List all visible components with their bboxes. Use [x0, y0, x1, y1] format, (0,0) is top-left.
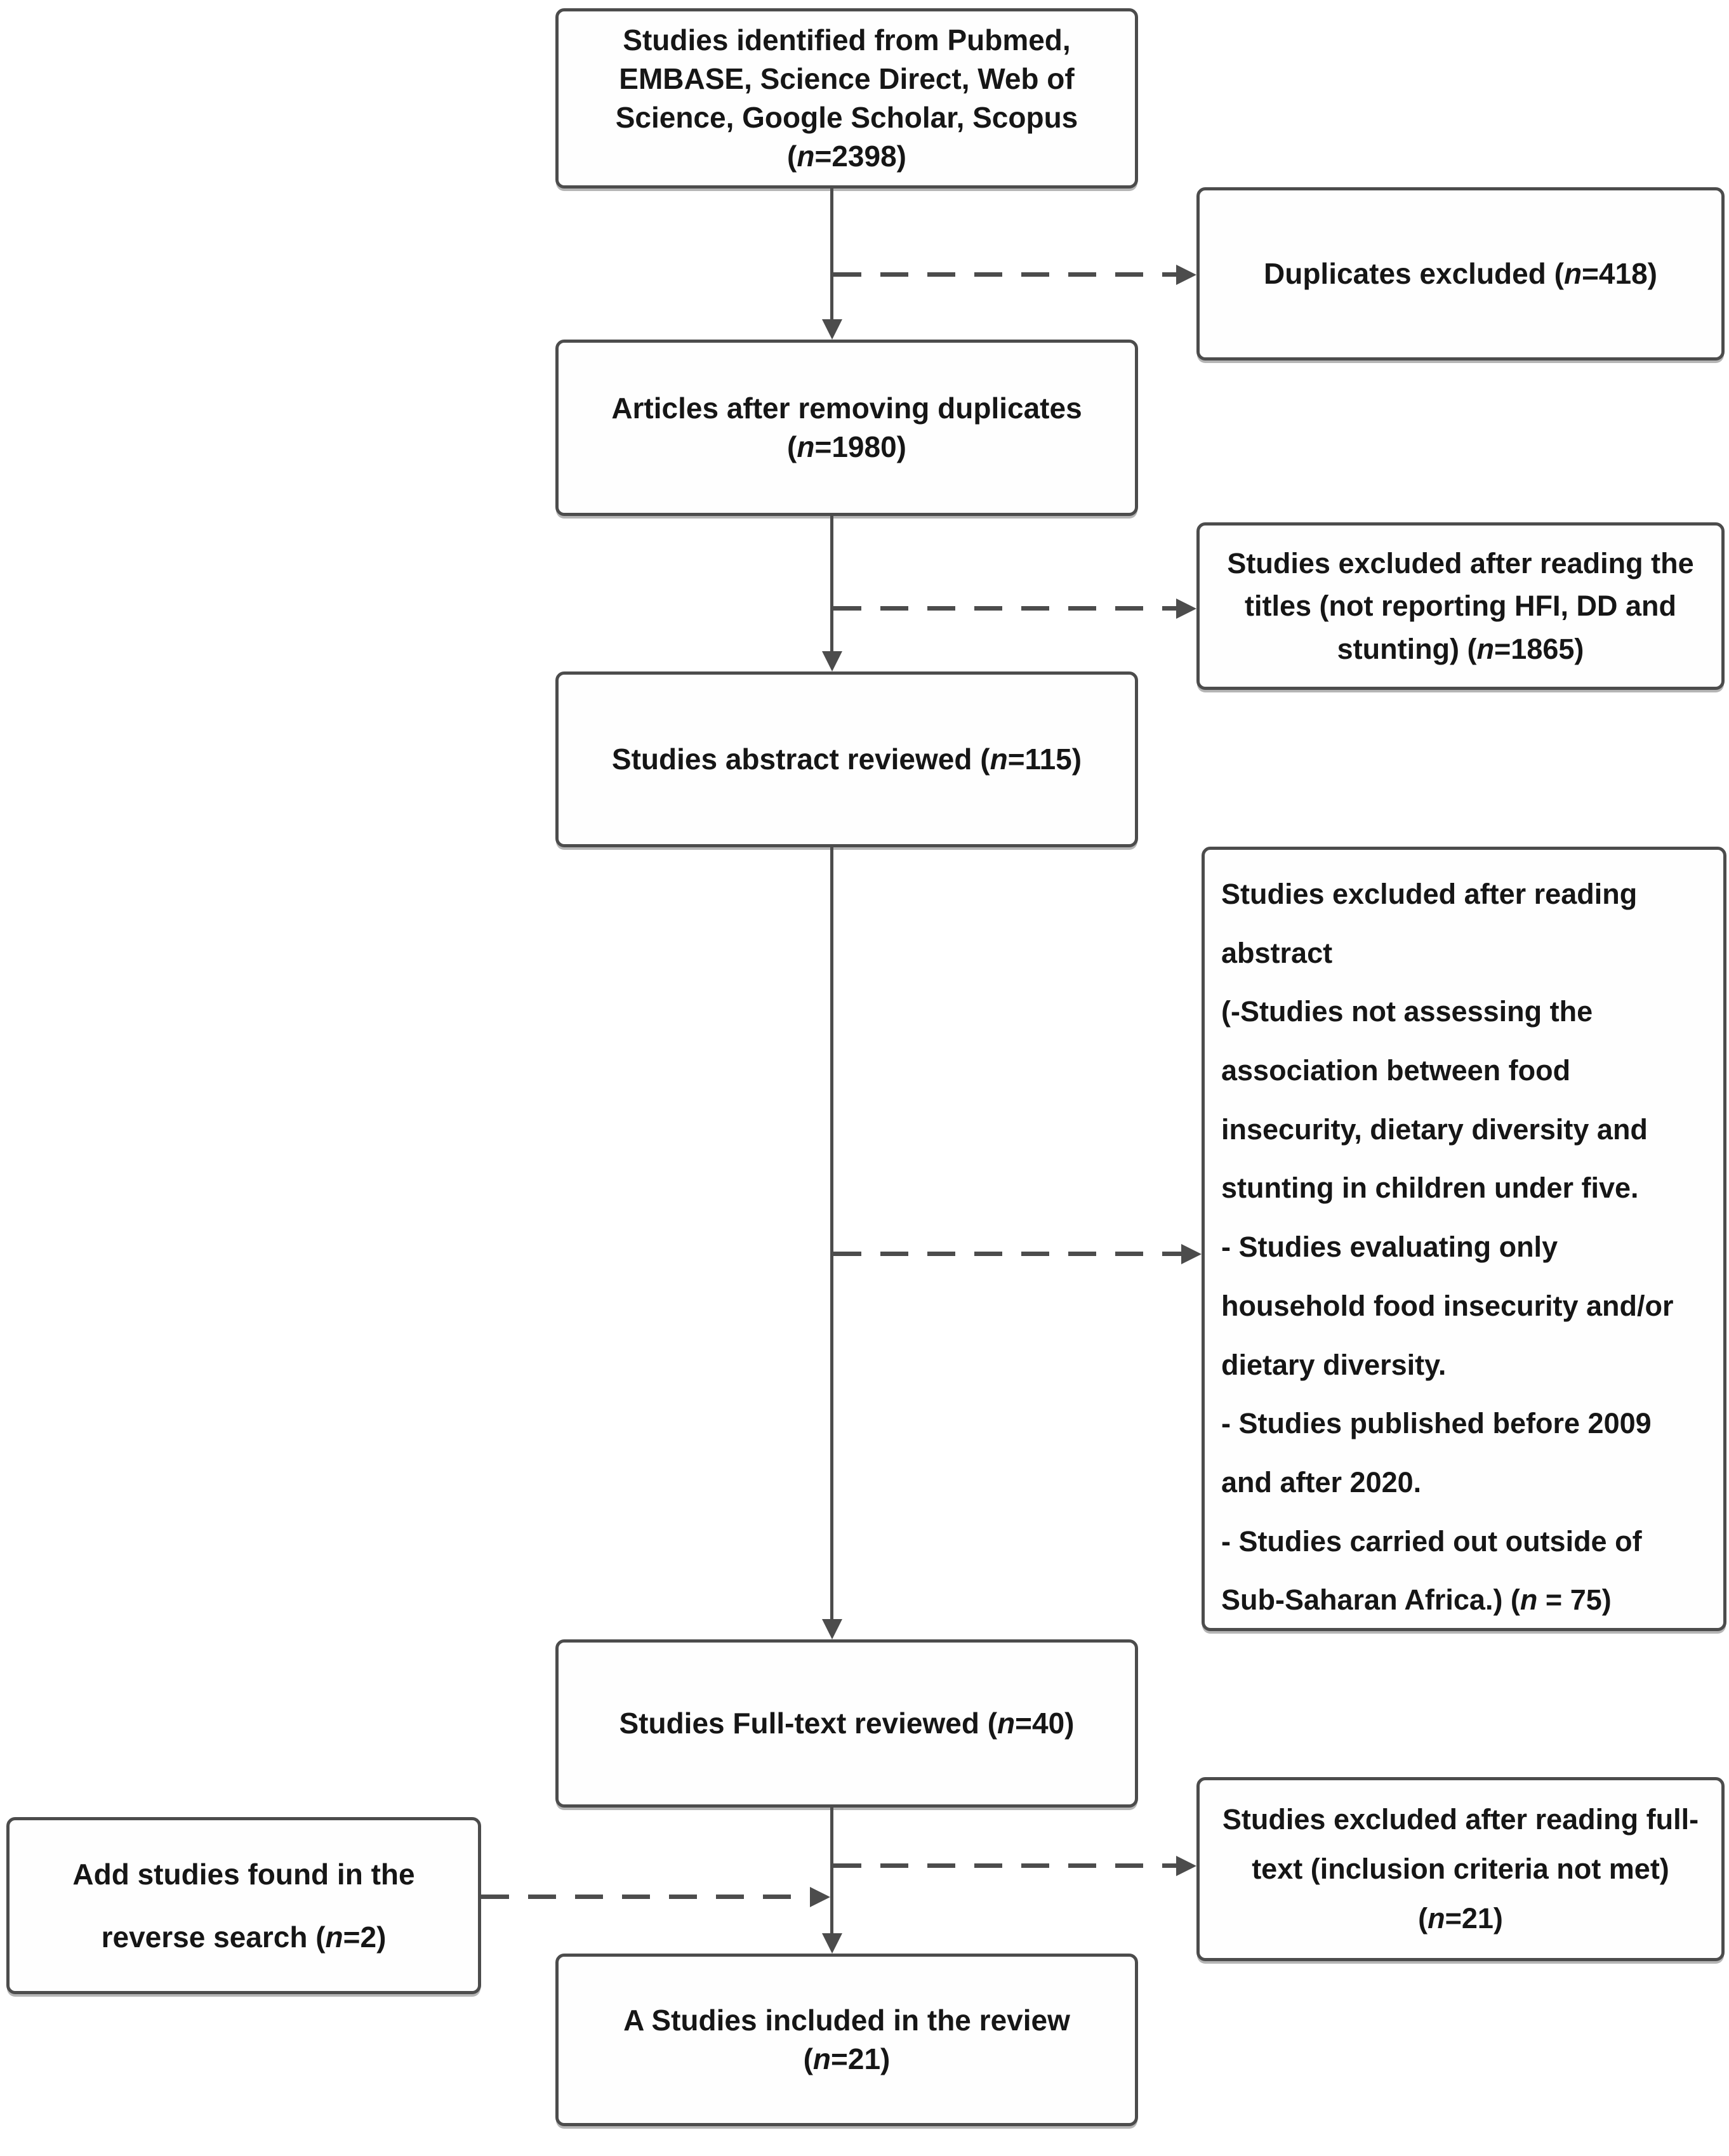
label-post: =418)	[1582, 256, 1657, 290]
connector-reverse-search-to-main	[481, 1895, 810, 1899]
abstract-excluded-line: Studies excluded after reading abstract	[1221, 878, 1638, 969]
box-titles-excluded-text: Studies excluded after reading the title…	[1219, 542, 1702, 671]
box-included-in-review-text: A Studies included in the review (n=21)	[578, 2001, 1116, 2079]
box-titles-excluded: Studies excluded after reading the title…	[1196, 522, 1725, 690]
connector-to-titles-excluded	[833, 606, 1176, 611]
connector-fulltext-to-included	[830, 1808, 833, 1933]
label-pre: Studies abstract reviewed (	[611, 742, 990, 776]
box-reverse-search: Add studies found in the reverse search …	[6, 1817, 481, 1994]
box-fulltext-excluded-text: Studies excluded after reading full-text…	[1219, 1795, 1702, 1943]
label-pre: A Studies included in the review (	[623, 2003, 1070, 2075]
connector-articles-to-abstract	[830, 516, 833, 651]
n-symbol: n	[797, 140, 815, 173]
n-symbol: n	[1476, 632, 1495, 665]
arrow-down-icon	[822, 651, 842, 671]
box-fulltext-reviewed: Studies Full-text reviewed (n=40)	[555, 1639, 1138, 1808]
label-pre: Studies identified from Pubmed, EMBASE, …	[615, 23, 1078, 173]
n-symbol: n	[812, 2042, 831, 2075]
n-symbol: n	[1563, 256, 1582, 290]
arrow-right-icon	[1176, 1856, 1196, 1876]
box-reverse-search-text: Add studies found in the reverse search …	[29, 1843, 459, 1969]
label-post: =2)	[343, 1920, 387, 1954]
connector-identified-to-articles	[830, 188, 833, 319]
label-pre: Studies Full-text reviewed (	[619, 1706, 998, 1740]
box-abstract-excluded: Studies excluded after reading abstract …	[1202, 847, 1726, 1631]
box-articles-after-duplicates-text: Articles after removing duplicates (n=19…	[578, 389, 1116, 466]
label-line1: Studies excluded after reading full-text…	[1222, 1803, 1699, 1886]
arrow-right-icon	[1181, 1244, 1202, 1264]
box-fulltext-reviewed-text: Studies Full-text reviewed (n=40)	[619, 1704, 1074, 1743]
arrow-right-icon	[1176, 599, 1196, 619]
n-symbol: n	[1428, 1901, 1445, 1934]
label-pre: (	[1418, 1901, 1428, 1934]
box-included-in-review: A Studies included in the review (n=21)	[555, 1954, 1138, 2126]
abstract-excluded-line: - Studies carried out outside of Sub-Sah…	[1221, 1512, 1704, 1630]
arrow-right-icon	[810, 1887, 830, 1907]
arrow-down-icon	[822, 1933, 842, 1954]
n-symbol: n	[797, 430, 815, 463]
label-pre: - Studies carried out outside of Sub-Sah…	[1221, 1524, 1642, 1617]
box-studies-identified-text: Studies identified from Pubmed, EMBASE, …	[578, 21, 1116, 176]
arrow-down-icon	[822, 1619, 842, 1639]
box-studies-identified: Studies identified from Pubmed, EMBASE, …	[555, 8, 1138, 188]
connector-abstract-to-fulltext	[830, 847, 833, 1619]
box-articles-after-duplicates: Articles after removing duplicates (n=19…	[555, 340, 1138, 516]
label-post: =21)	[1445, 1901, 1503, 1934]
connector-to-duplicates-excluded	[833, 272, 1176, 277]
label-post: =1865)	[1494, 632, 1584, 665]
label-post: = 75)	[1537, 1584, 1612, 1617]
n-symbol: n	[1520, 1584, 1538, 1617]
arrow-right-icon	[1176, 265, 1196, 285]
box-duplicates-excluded-text: Duplicates excluded (n=418)	[1264, 255, 1657, 293]
box-fulltext-excluded: Studies excluded after reading full-text…	[1196, 1777, 1725, 1961]
n-symbol: n	[325, 1920, 343, 1954]
label-pre: Duplicates excluded (	[1264, 256, 1564, 290]
arrow-down-icon	[822, 319, 842, 340]
label-post: =115)	[1007, 742, 1082, 776]
label-post: =21)	[831, 2042, 891, 2075]
n-symbol: n	[997, 1706, 1016, 1740]
abstract-excluded-line: - Studies published before 2009 and afte…	[1221, 1407, 1652, 1498]
label-post: =2398)	[814, 140, 906, 173]
abstract-excluded-line: (-Studies not assessing the association …	[1221, 995, 1648, 1205]
box-abstract-reviewed: Studies abstract reviewed (n=115)	[555, 671, 1138, 847]
label-pre: Studies excluded after reading the title…	[1227, 546, 1694, 665]
abstract-excluded-line: - Studies evaluating only household food…	[1221, 1231, 1674, 1381]
label-pre: Add studies found in the reverse search …	[72, 1857, 415, 1954]
connector-to-fulltext-excluded	[833, 1863, 1176, 1868]
n-symbol: n	[990, 742, 1008, 776]
connector-to-abstract-excluded	[833, 1252, 1181, 1256]
label-post: =1980)	[814, 430, 906, 463]
label-post: =40)	[1015, 1706, 1075, 1740]
label-pre: Articles after removing duplicates (	[611, 391, 1082, 463]
box-duplicates-excluded: Duplicates excluded (n=418)	[1196, 187, 1725, 360]
box-abstract-reviewed-text: Studies abstract reviewed (n=115)	[612, 740, 1082, 779]
